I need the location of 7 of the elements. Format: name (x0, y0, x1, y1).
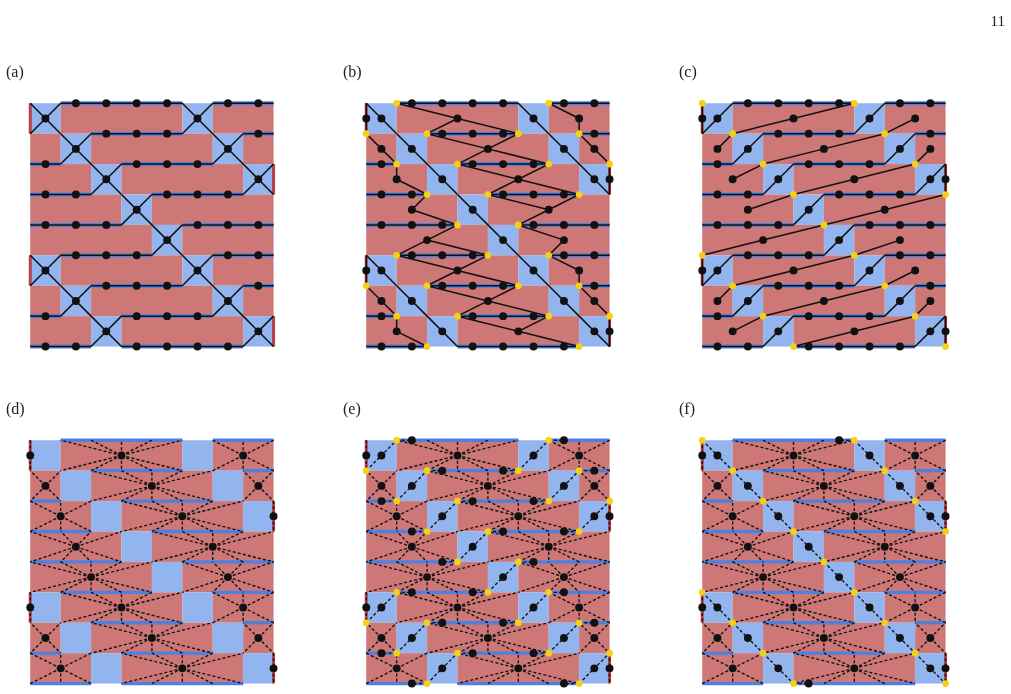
panel-label: (f) (679, 401, 695, 417)
panel-label: (d) (6, 401, 25, 417)
panel-label: (b) (343, 64, 362, 80)
panel-label: (a) (6, 64, 24, 80)
page-number: 11 (990, 14, 1005, 29)
panel-label: (c) (679, 64, 697, 80)
panel-label: (e) (343, 401, 361, 417)
